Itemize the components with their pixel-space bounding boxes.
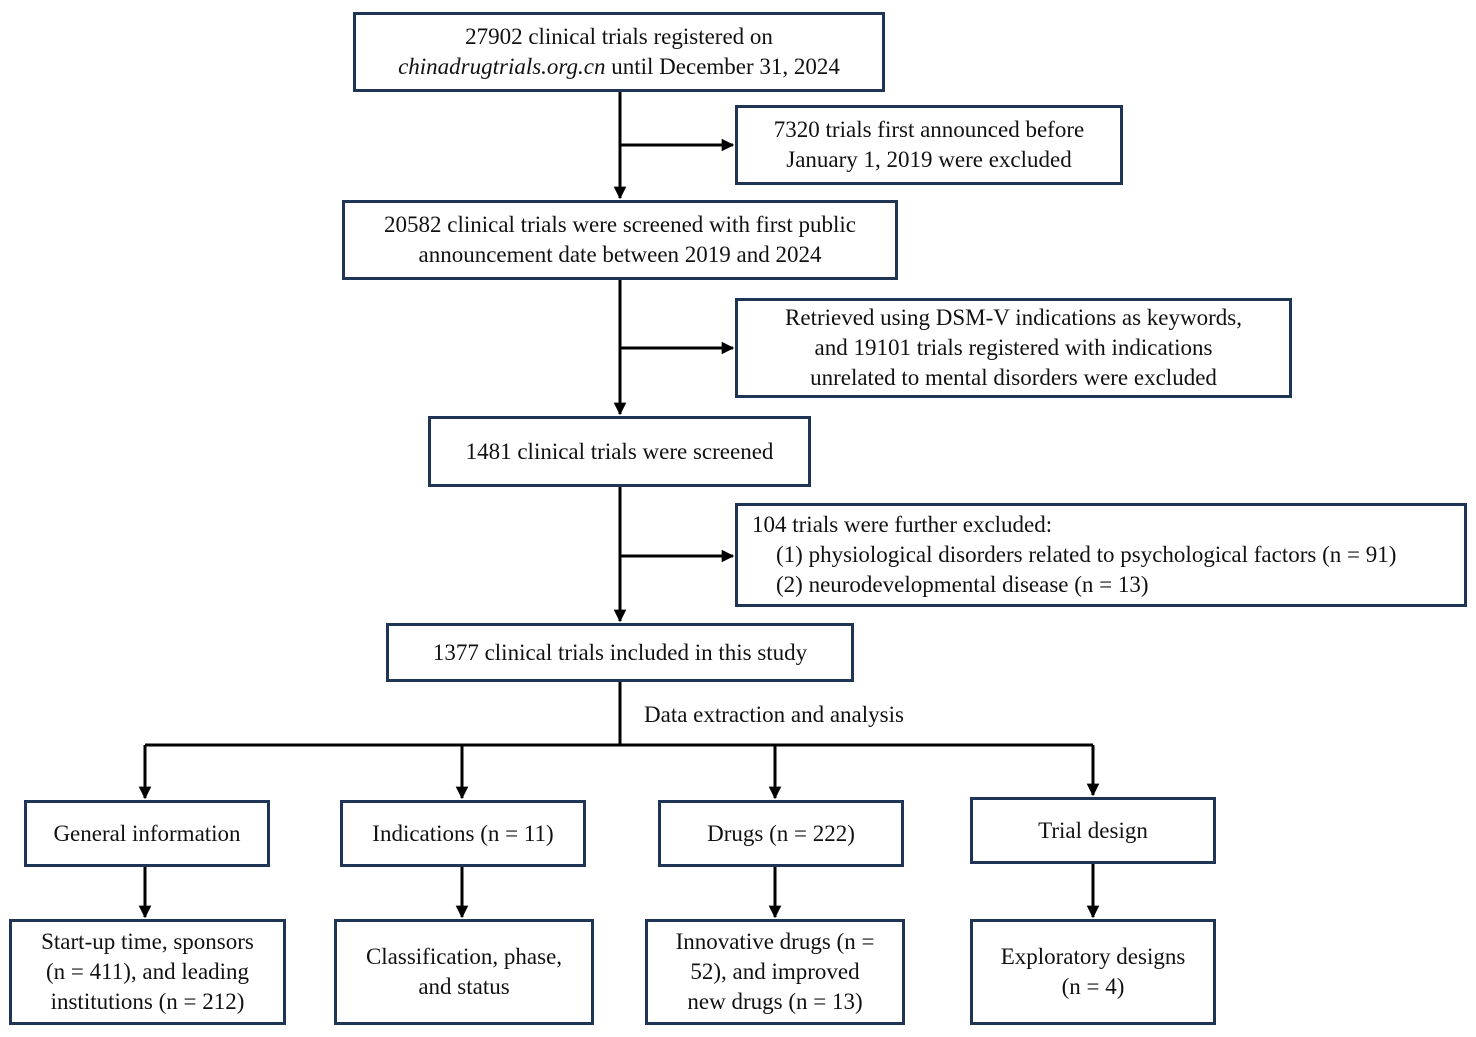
- detail-line: Classification, phase,: [365, 944, 563, 969]
- registered-line2: chinadrugtrials.org.cn until December 31…: [398, 52, 840, 82]
- category-box-general: General information: [24, 800, 270, 867]
- registered-trials-box: 27902 clinical trials registered on chin…: [353, 12, 885, 92]
- detail-line: (n = 4): [1061, 974, 1125, 999]
- exclusion-2-line: Retrieved using DSM-V indications as key…: [785, 305, 1242, 330]
- exclusion-1-line: January 1, 2019 were excluded: [786, 147, 1072, 172]
- exclusion-box-2: Retrieved using DSM-V indications as key…: [735, 298, 1292, 398]
- detail-box-general: Start-up time, sponsors (n = 411), and l…: [9, 919, 286, 1025]
- detail-line: Start-up time, sponsors: [41, 929, 254, 954]
- exclusion-3-title: 104 trials were further excluded:: [752, 512, 1053, 537]
- detail-line: institutions (n = 212): [50, 989, 245, 1014]
- screened-box-2: 1481 clinical trials were screened: [428, 416, 811, 487]
- exclusion-box-1: 7320 trials first announced before Janua…: [735, 105, 1123, 185]
- detail-line: new drugs (n = 13): [687, 989, 863, 1014]
- exclusion-box-3: 104 trials were further excluded: (1) ph…: [735, 503, 1467, 607]
- category-title: Trial design: [1038, 817, 1148, 843]
- exclusion-3-item: (2) neurodevelopmental disease (n = 13): [776, 572, 1149, 597]
- screened-1-line: announcement date between 2019 and 2024: [418, 242, 822, 267]
- exclusion-3-item: (1) physiological disorders related to p…: [776, 542, 1397, 567]
- category-box-indications: Indications (n = 11): [340, 800, 586, 867]
- detail-line: Innovative drugs (n =: [675, 929, 875, 954]
- screened-2-line: 1481 clinical trials were screened: [465, 438, 774, 464]
- registry-site: chinadrugtrials.org.cn: [398, 54, 606, 79]
- detail-box-drugs: Innovative drugs (n = 52), and improved …: [645, 919, 905, 1025]
- detail-box-indications: Classification, phase, and status: [334, 919, 594, 1025]
- category-box-design: Trial design: [970, 797, 1216, 864]
- category-title: Drugs (n = 222): [707, 820, 855, 846]
- detail-line: (n = 411), and leading: [45, 959, 250, 984]
- category-title: Indications (n = 11): [372, 820, 554, 846]
- registered-line2-rest: until December 31, 2024: [605, 54, 840, 79]
- exclusion-2-line: unrelated to mental disorders were exclu…: [810, 365, 1217, 390]
- exclusion-1-line: 7320 trials first announced before: [773, 117, 1085, 142]
- screened-box-1: 20582 clinical trials were screened with…: [342, 200, 898, 280]
- screened-1-line: 20582 clinical trials were screened with…: [384, 212, 856, 237]
- exclusion-2-line: and 19101 trials registered with indicat…: [814, 335, 1213, 360]
- included-box: 1377 clinical trials included in this st…: [386, 623, 854, 682]
- detail-line: and status: [418, 974, 510, 999]
- included-line: 1377 clinical trials included in this st…: [432, 639, 808, 665]
- detail-box-design: Exploratory designs (n = 4): [970, 919, 1216, 1025]
- analysis-label: Data extraction and analysis: [644, 702, 904, 727]
- registered-line1: 27902 clinical trials registered on: [465, 24, 773, 49]
- detail-line: 52), and improved: [690, 959, 860, 984]
- detail-line: Exploratory designs: [1000, 944, 1186, 969]
- category-box-drugs: Drugs (n = 222): [658, 800, 904, 867]
- category-title: General information: [53, 820, 241, 846]
